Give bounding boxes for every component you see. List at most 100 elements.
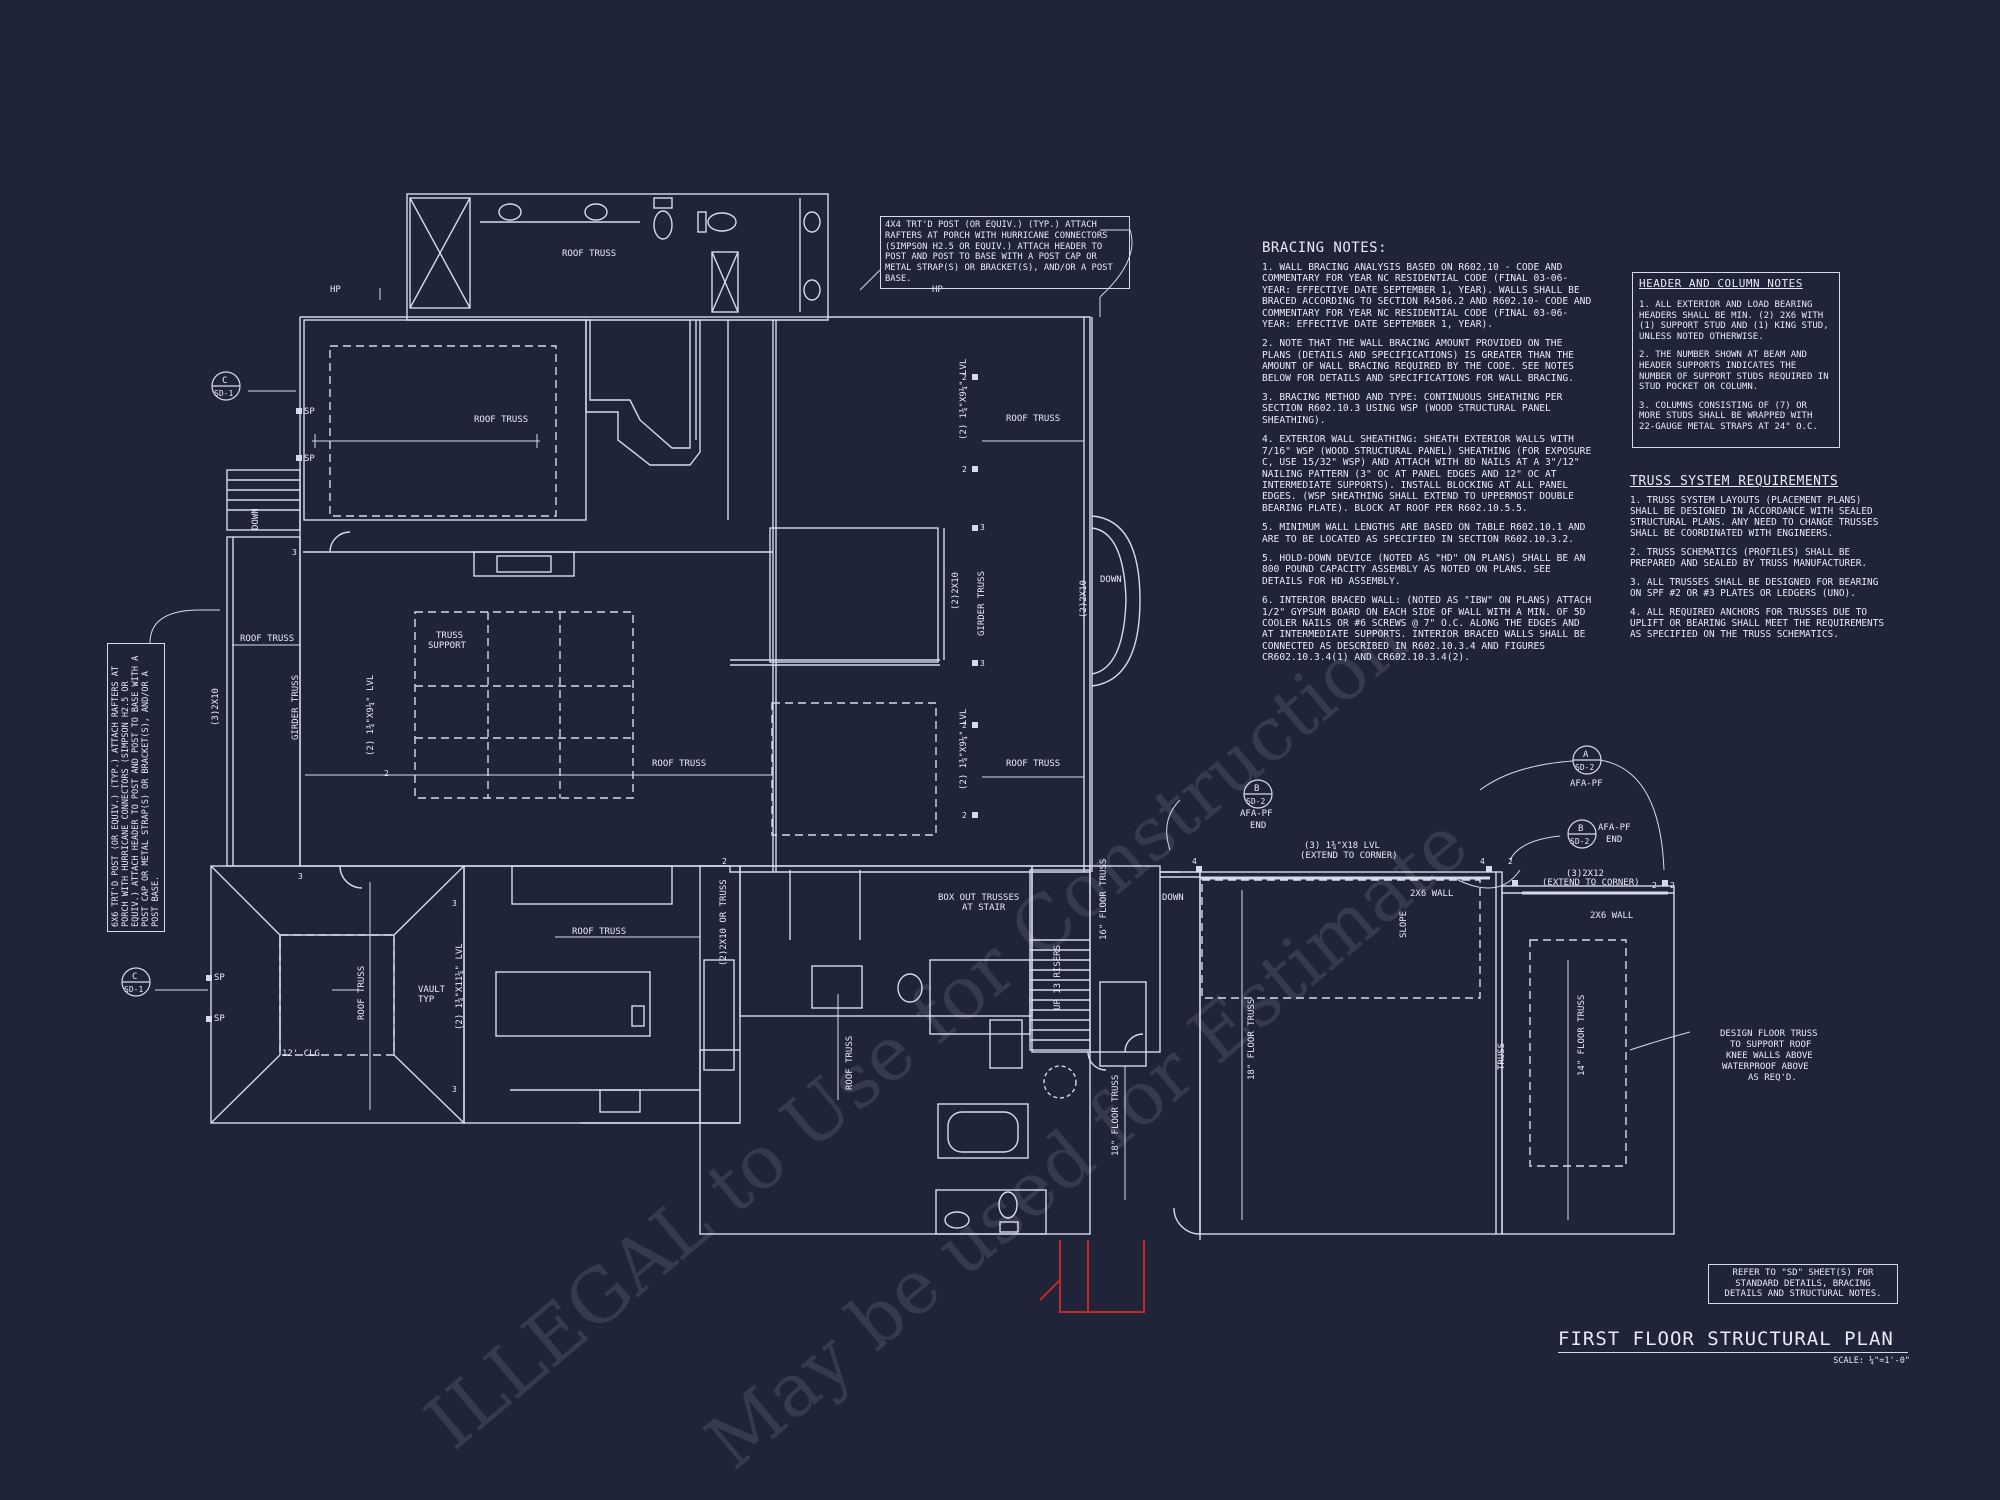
label-hdr-3-2x12: (3)2X12 — [1566, 869, 1604, 879]
tag-a-sheet: SD-2 — [1575, 763, 1594, 772]
label-hp-2: HP — [932, 285, 943, 295]
label-vault: VAULT — [418, 985, 446, 995]
label-floor-truss-14: 14" FLOOR TRUSS — [1577, 995, 1587, 1076]
label-girder-truss-right: GIRDER TRUSS — [977, 571, 987, 636]
plan-scale: SCALE: ¼"=1'-0" — [1833, 1356, 1910, 1366]
label-extend-corner-1: (EXTEND TO CORNER) — [1300, 851, 1398, 861]
closet-inner — [329, 345, 557, 517]
svg-text:4: 4 — [1192, 857, 1197, 866]
tag-c-low-sheet: SD-1 — [124, 985, 143, 994]
label-hdr-2x10-a: (2)2X10 — [951, 572, 961, 610]
label-sp-1: SP — [304, 407, 315, 417]
tag-c-low-letter: C — [132, 972, 137, 982]
label-2x6-wall-2: 2X6 WALL — [1590, 911, 1633, 921]
label-girder-truss-left: GIRDER TRUSS — [291, 675, 301, 740]
label-box-out-2: AT STAIR — [962, 903, 1006, 913]
truss-req-2: 2. TRUSS SCHEMATICS (PROFILES) SHALL BE … — [1630, 547, 1868, 569]
bracing-note-5b: 5. HOLD-DOWN DEVICE (NOTED AS "HD" ON PL… — [1262, 552, 1586, 587]
label-floor-truss-18-a: 18" FLOOR TRUSS — [1111, 1075, 1121, 1156]
label-design-floor-5: AS REQ'D. — [1748, 1073, 1797, 1083]
plan-title: FIRST FLOOR STRUCTURAL PLAN — [1558, 1328, 1908, 1353]
svg-text:2: 2 — [722, 857, 727, 866]
truss-req-3: 3. ALL TRUSSES SHALL BE DESIGNED FOR BEA… — [1630, 577, 1879, 599]
shower-right — [711, 251, 739, 313]
header-column-note-3: 3. COLUMNS CONSISTING OF (7) OR MORE STU… — [1639, 400, 1818, 432]
truss-system-requirements: TRUSS SYSTEM REQUIREMENTS 1. TRUSS SYSTE… — [1630, 474, 1892, 648]
label-sp-4: SP — [214, 1014, 225, 1024]
dining-beams — [771, 702, 937, 836]
bracing-notes: BRACING NOTES: 1. WALL BRACING ANALYSIS … — [1262, 240, 1592, 672]
label-roof-truss-top: ROOF TRUSS — [562, 249, 616, 259]
label-design-floor-3: KNEE WALLS ABOVE — [1726, 1051, 1813, 1061]
kitchen-island — [495, 971, 651, 1037]
label-lvl-3: (2) 1¾"x9¼" LVL — [366, 675, 376, 756]
svg-text:2: 2 — [962, 373, 967, 382]
label-design-floor-1: DESIGN FLOOR TRUSS — [1720, 1029, 1818, 1039]
bracing-note-4: 4. EXTERIOR WALL SHEATHING: SHEATH EXTER… — [1262, 434, 1592, 514]
truss-requirements-title: TRUSS SYSTEM REQUIREMENTS — [1630, 474, 1839, 489]
bonus-wing — [1501, 885, 1675, 1235]
label-floor-truss-16: 16" FLOOR TRUSS — [1099, 859, 1109, 940]
label-truss-garage: TRUSS — [1497, 1043, 1507, 1070]
label-end-2: END — [1606, 835, 1622, 845]
label-down-bay: DOWN — [1100, 575, 1122, 585]
bracing-note-5: 5. MINIMUM WALL LENGTHS ARE BASED ON TAB… — [1262, 522, 1586, 545]
label-down-porch: DOWN — [251, 508, 261, 530]
label-afa-pf-3: AFA-PF — [1598, 823, 1631, 833]
tag-a-letter: A — [1583, 750, 1589, 760]
refer-line-1: REFER TO "SD" SHEET(S) FOR — [1732, 1268, 1874, 1278]
label-hp-1: HP — [330, 285, 341, 295]
svg-text:3: 3 — [452, 899, 457, 908]
label-clg: 12' CLG — [282, 1049, 320, 1059]
label-truss-support-1: TRUSS — [436, 631, 463, 641]
label-sp-2: SP — [304, 454, 315, 464]
truss-req-4: 4. ALL REQUIRED ANCHORS FOR TRUSSES DUE … — [1630, 607, 1884, 640]
label-roof-truss-porch: ROOF TRUSS — [240, 634, 294, 644]
plan-labels: ROOF TRUSS ROOF TRUSS ROOF TRUSS ROOF TR… — [124, 249, 1818, 1156]
label-hdr-3x2x10: (3)2X10 — [211, 688, 221, 726]
label-roof-truss-right: ROOF TRUSS — [1006, 414, 1060, 424]
bracing-note-6: 6. INTERIOR BRACED WALL: (NOTED AS "IBW"… — [1262, 595, 1592, 664]
label-afa-pf-2: AFA-PF — [1240, 809, 1273, 819]
bracing-note-2: 2. NOTE THAT THE WALL BRACING AMOUNT PRO… — [1262, 338, 1574, 384]
svg-text:2: 2 — [962, 465, 967, 474]
master-bath-outline — [406, 193, 829, 318]
header-column-note-1: 1. ALL EXTERIOR AND LOAD BEARING HEADERS… — [1639, 300, 1829, 342]
walls — [210, 193, 1675, 1240]
label-down-stair: DOWN — [1162, 893, 1184, 903]
bracing-note-1: 1. WALL BRACING ANALYSIS BASED ON R602.1… — [1262, 262, 1592, 331]
truss-req-1: 1. TRUSS SYSTEM LAYOUTS (PLACEMENT PLANS… — [1630, 495, 1879, 539]
label-afa-pf-1: AFA-PF — [1570, 779, 1603, 789]
bedroom-left — [303, 319, 587, 521]
porch-post-note-top: 4X4 TRT'D POST (OR EQUIV.) (TYP.) ATTACH… — [880, 216, 1130, 289]
label-roof-truss-living: ROOF TRUSS — [652, 759, 706, 769]
svg-text:2: 2 — [962, 721, 967, 730]
label-up-risers: UP 13 RISERS — [1053, 945, 1063, 1010]
label-2x6-wall-1: 2X6 WALL — [1410, 889, 1453, 899]
svg-text:3: 3 — [298, 872, 303, 881]
tag-b1-sheet: SD-2 — [1246, 797, 1265, 806]
tag-b1-letter: B — [1254, 784, 1259, 794]
label-lvl-1: (2) 1¾"x9¼" LVL — [959, 359, 969, 440]
tag-b2-sheet: SD-2 — [1570, 837, 1589, 846]
label-lvl-4: (2) 1¾"x11¼" LVL — [455, 943, 465, 1030]
porch-post-note-left-text: 6X6 TRT'D POST (OR EQUIV.) (TYP.) ATTACH… — [111, 655, 161, 927]
stair-block — [1031, 865, 1161, 1053]
label-roof-truss-vault: ROOF TRUSS — [357, 966, 367, 1020]
header-column-note-2: 2. THE NUMBER SHOWN AT BEAM AND HEADER S… — [1639, 350, 1829, 393]
label-box-out-1: BOX OUT TRUSSES — [938, 893, 1019, 903]
svg-text:4: 4 — [1480, 857, 1485, 866]
front-step-accent — [1039, 1240, 1145, 1313]
tag-c-top-letter: C — [222, 376, 227, 386]
label-roof-truss-bedroom: ROOF TRUSS — [474, 415, 528, 425]
post-markers — [206, 374, 1668, 1022]
svg-text:2: 2 — [962, 811, 967, 820]
shower-left — [409, 197, 471, 309]
label-truss-support-2: SUPPORT — [428, 641, 467, 651]
refer-line-2: STANDARD DETAILS, BRACING — [1735, 1278, 1871, 1289]
label-hdr-2x10-truss: (2)2X10 OR TRUSS — [719, 879, 729, 966]
porch-post-note-left: 6X6 TRT'D POST (OR EQUIV.) (TYP.) ATTACH… — [107, 643, 165, 932]
bay-window — [1091, 515, 1141, 687]
